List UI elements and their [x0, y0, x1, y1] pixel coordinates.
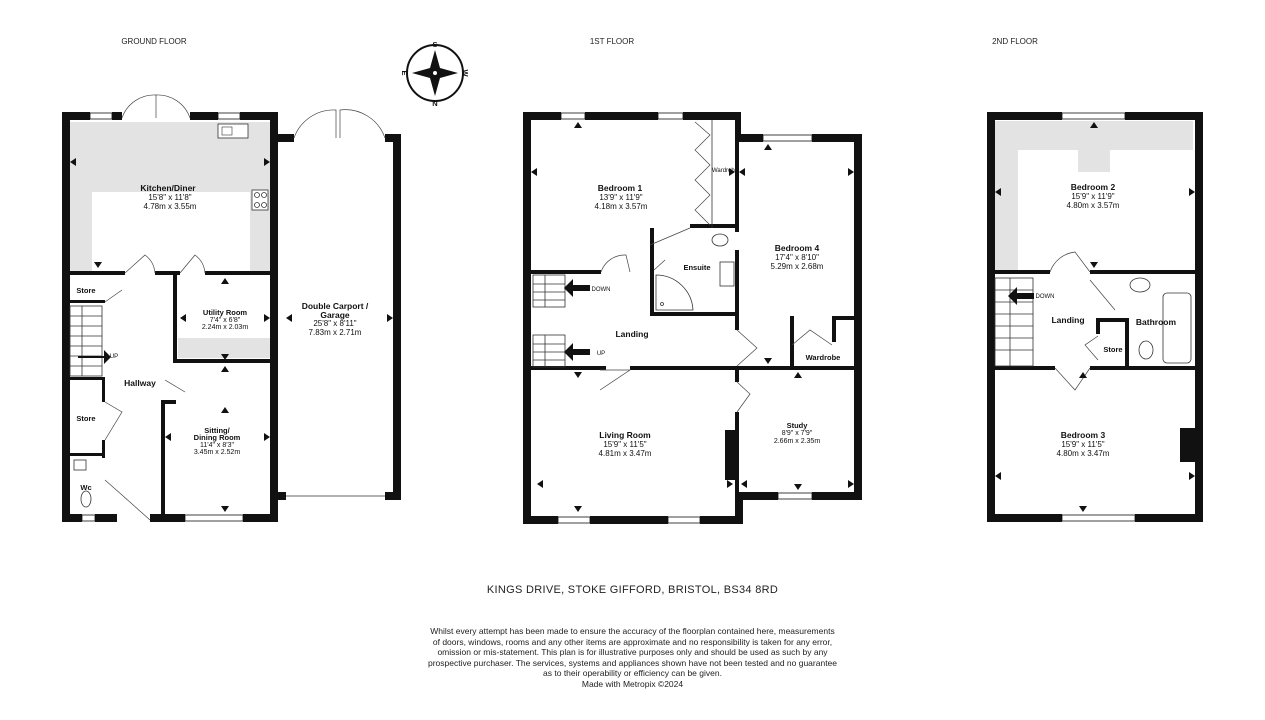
garage-name-line2: Garage — [320, 310, 350, 320]
bed2-name: Bedroom 2 — [1071, 182, 1116, 192]
bed3-dim-imperial: 15'9" x 11'5" — [1061, 440, 1104, 449]
first-floor-plan: Bedroom 1 13'9" x 11'9" 4.18m x 3.57m Wa… — [523, 112, 862, 524]
compass-north: N — [432, 99, 437, 108]
second-stair-down: DOWN — [1036, 294, 1055, 300]
store-top-name: Store — [76, 286, 95, 295]
wardrobe-bottom-name: Wardrobe — [806, 353, 841, 362]
ground-stair-up: UP — [110, 354, 118, 360]
second-landing-name: Landing — [1051, 315, 1084, 325]
study-dim-metric: 2.66m x 2.35m — [774, 438, 820, 445]
utility-dim-imperial: 7'4" x 6'8" — [210, 317, 241, 324]
disclaimer-line: prospective purchaser. The services, sys… — [427, 657, 838, 668]
utility-dim-metric: 2.24m x 2.03m — [202, 324, 248, 331]
kitchen-name: Kitchen/Diner — [140, 183, 196, 193]
first-stair-down: DOWN — [592, 287, 611, 293]
bed1-dim-imperial: 13'9" x 11'9" — [599, 193, 642, 202]
kitchen-dim-imperial: 15'8" x 11'8" — [148, 193, 191, 202]
disclaimer: Whilst every attempt has been made to en… — [415, 626, 850, 689]
hallway-name: Hallway — [124, 378, 156, 388]
bed3-dim-metric: 4.80m x 3.47m — [1057, 449, 1110, 458]
sitting-name-line1: Sitting/ — [204, 426, 230, 435]
bathroom-name: Bathroom — [1136, 317, 1177, 327]
compass-south: S — [432, 40, 437, 49]
second-store-name: Store — [1103, 345, 1122, 354]
living-dim-metric: 4.81m x 3.47m — [599, 449, 652, 458]
garage-name-line1: Double Carport / — [302, 301, 369, 311]
study-dim-imperial: 8'9" x 7'9" — [782, 430, 813, 437]
first-landing-name: Landing — [615, 329, 648, 339]
disclaimer-credit: Made with Metropix ©2024 — [581, 678, 684, 689]
utility-name: Utility Room — [203, 308, 247, 317]
second-floor-title: 2ND FLOOR — [992, 37, 1038, 46]
sitting-dim-metric: 3.45m x 2.52m — [194, 449, 240, 456]
property-address: KINGS DRIVE, STOKE GIFFORD, BRISTOL, BS3… — [486, 584, 779, 596]
disclaimer-line: omission or mis-statement. This plan is … — [437, 647, 828, 657]
kitchen-dim-metric: 4.78m x 3.55m — [144, 202, 197, 211]
ensuite-name: Ensuite — [683, 263, 710, 272]
store-mid-name: Store — [76, 414, 95, 423]
second-floor-plan: Bedroom 2 15'9" x 11'9" 4.80m x 3.57m DO… — [987, 112, 1203, 522]
bed4-dim-imperial: 17'4" x 8'10" — [775, 253, 819, 262]
living-dim-imperial: 15'9" x 11'5" — [603, 440, 646, 449]
disclaimer-line: as to their operability or efficiency ca… — [543, 668, 722, 678]
bed2-dim-metric: 4.80m x 3.57m — [1067, 201, 1120, 210]
bed1-name: Bedroom 1 — [598, 183, 643, 193]
compass-east: E — [400, 70, 409, 75]
study-name: Study — [787, 421, 809, 430]
ground-floor-plan: Kitchen/Diner 15'8" x 11'8" 4.78m x 3.55… — [62, 94, 401, 522]
living-name: Living Room — [599, 430, 651, 440]
bed3-name: Bedroom 3 — [1061, 430, 1106, 440]
sitting-name-line2: Dining Room — [194, 433, 241, 442]
disclaimer-line: of doors, windows, rooms and any other i… — [432, 636, 833, 647]
bed4-dim-metric: 5.29m x 2.68m — [771, 262, 824, 271]
bed2-dim-imperial: 15'9" x 11'9" — [1071, 192, 1114, 201]
bed4-name: Bedroom 4 — [775, 243, 820, 253]
first-floor-title: 1ST FLOOR — [590, 37, 635, 46]
disclaimer-line: Whilst every attempt has been made to en… — [430, 626, 835, 636]
bed1-dim-metric: 4.18m x 3.57m — [595, 202, 648, 211]
sitting-dim-imperial: 11'4" x 8'3" — [200, 442, 234, 449]
garage-dim-metric: 7.83m x 2.71m — [309, 328, 362, 337]
compass-west: W — [461, 69, 470, 77]
wardrobe-top-name: Wardrobe — [712, 168, 739, 174]
compass-icon: S N E W — [400, 40, 470, 108]
wc-name: Wc — [80, 483, 91, 492]
ground-floor-title: GROUND FLOOR — [121, 37, 187, 46]
garage-dim-imperial: 25'8" x 8'11" — [313, 319, 356, 328]
first-stair-up: UP — [597, 351, 605, 357]
